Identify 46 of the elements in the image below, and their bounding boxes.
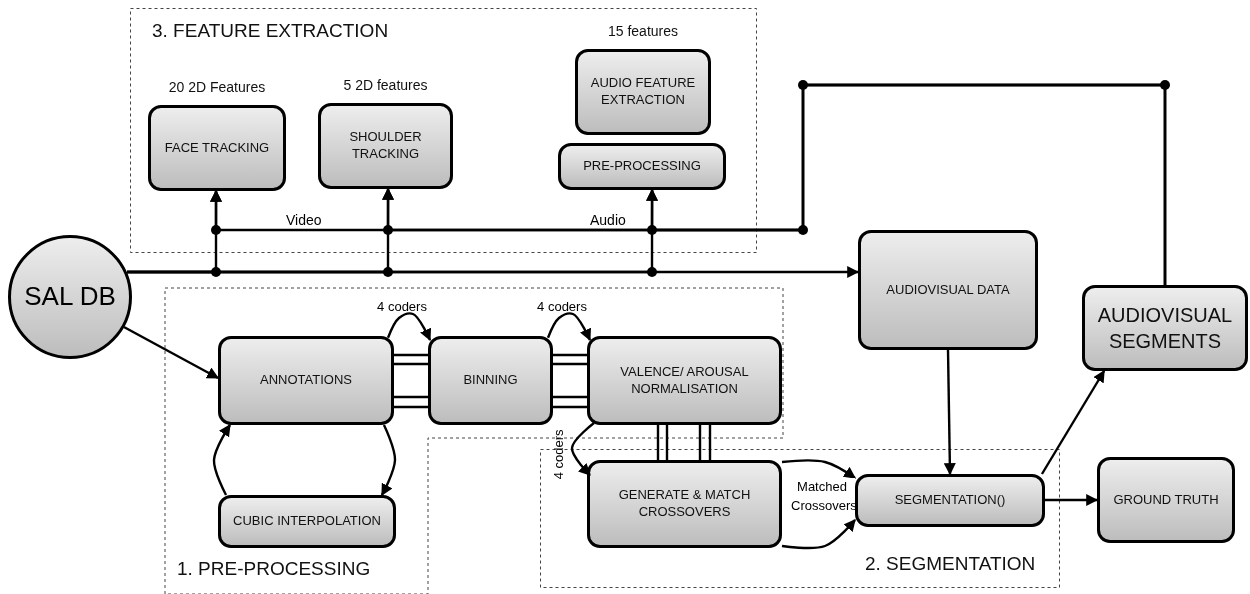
signal-label: Audio <box>589 212 627 228</box>
dashed-region <box>130 8 757 253</box>
arrow <box>1045 494 1099 506</box>
double-line-connector <box>698 423 712 462</box>
database-circle: SAL DB <box>8 235 132 359</box>
arrow <box>386 312 432 342</box>
process-box: CUBIC INTERPOLATION <box>218 495 396 548</box>
arrow <box>781 459 856 479</box>
region-title: 3. FEATURE EXTRACTION <box>152 20 389 42</box>
arrow <box>123 325 220 380</box>
edge-label: 4 coders <box>536 298 588 316</box>
process-box: PRE-PROCESSING <box>558 143 726 190</box>
arrow <box>943 349 956 476</box>
double-line-connector <box>551 353 589 366</box>
double-line-connector <box>392 395 430 409</box>
signal-label: Video <box>285 212 323 228</box>
arrow <box>1040 369 1106 475</box>
arrow <box>380 424 397 497</box>
process-box: FACE TRACKING <box>148 105 286 191</box>
double-line-connector <box>656 423 669 462</box>
arrow <box>646 83 1167 285</box>
process-box: SEGMENTATION() <box>855 474 1045 527</box>
process-box: AUDIOVISUAL DATA <box>858 230 1038 350</box>
process-box: BINNING <box>428 336 553 425</box>
dashed-region <box>165 288 783 594</box>
arrow <box>212 424 231 496</box>
region-title: 1. PRE-PROCESSING <box>177 558 371 580</box>
feature-count: 15 features <box>606 23 680 39</box>
arrow <box>546 312 591 342</box>
process-box: VALENCE/ AROUSAL NORMALISATION <box>587 336 782 425</box>
arrow <box>570 422 595 476</box>
feature-count: 20 2D Features <box>167 79 267 95</box>
process-box: AUDIO FEATURE EXTRACTION <box>575 49 711 135</box>
arrow <box>127 266 860 278</box>
edge-label: 4 coders <box>549 428 567 482</box>
region-title: 2. SEGMENTATION <box>865 553 1036 575</box>
arrow <box>781 519 856 550</box>
process-box: GROUND TRUTH <box>1097 457 1235 543</box>
edge-label: 4 coders <box>376 298 428 316</box>
feature-count: 5 2D features <box>342 77 429 93</box>
process-box: ANNOTATIONS <box>218 336 394 425</box>
process-box: AUDIOVISUAL SEGMENTS <box>1082 285 1248 371</box>
double-line-connector <box>551 395 589 409</box>
process-box: GENERATE & MATCH CROSSOVERS <box>587 460 782 548</box>
process-box: SHOULDER TRACKING <box>318 103 453 189</box>
double-line-connector <box>392 353 430 366</box>
